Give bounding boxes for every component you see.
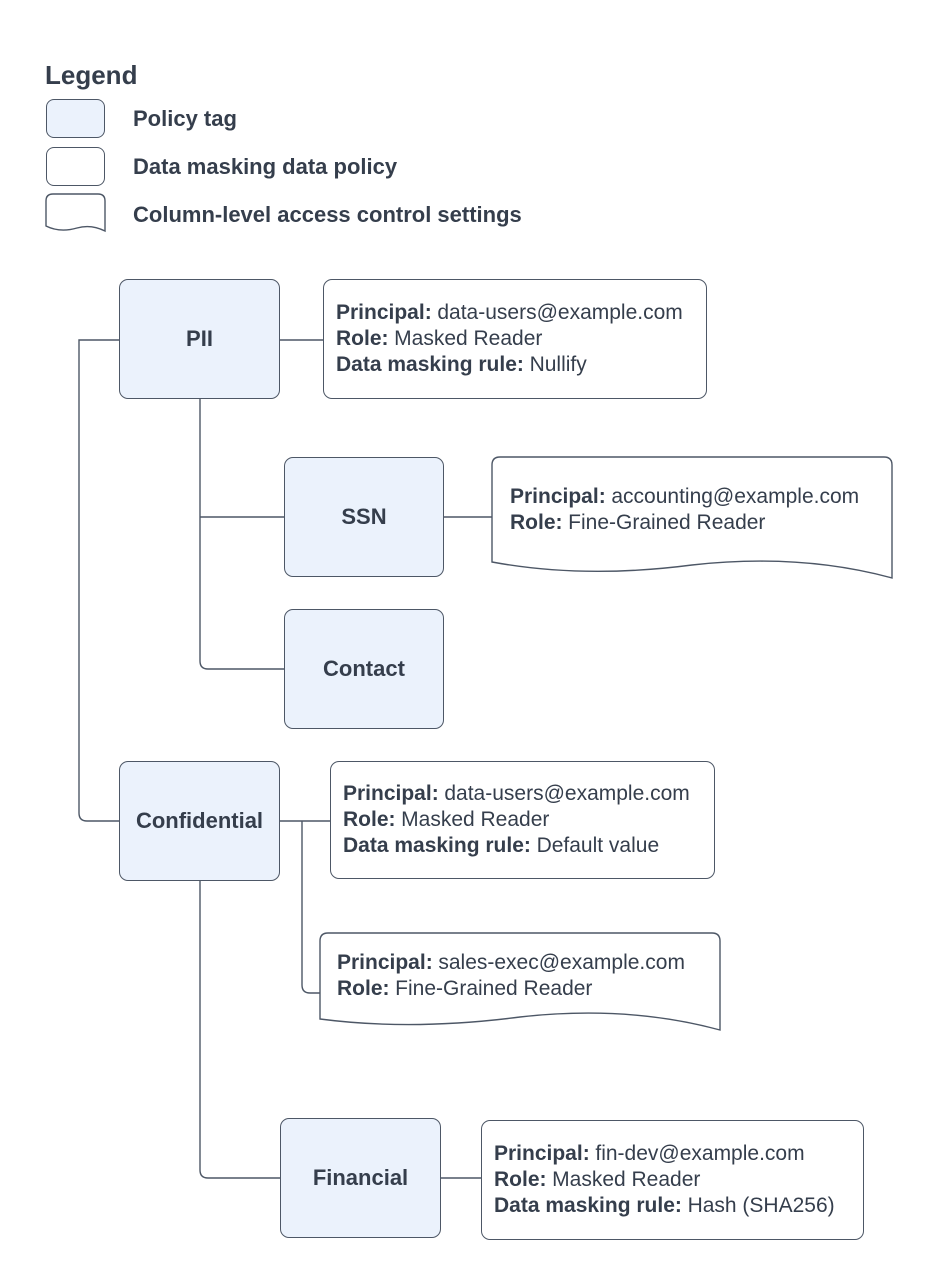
policy-field: Principal:data-users@example.com [343, 781, 702, 807]
legend-title: Legend [45, 60, 138, 90]
policy-field: Role:Fine-Grained Reader [510, 510, 880, 536]
connector-confidential-to-financial [199, 881, 280, 1179]
field-label: Data masking rule: [494, 1194, 682, 1217]
field-value: sales-exec@example.com [438, 951, 685, 974]
field-label: Role: [494, 1168, 547, 1191]
field-label: Data masking rule: [336, 353, 524, 376]
field-value: Hash (SHA256) [687, 1194, 835, 1217]
policy-tag-label: Contact [323, 656, 405, 681]
data-policy-confidential: Principal:data-users@example.com Role:Ma… [330, 761, 715, 879]
field-label: Principal: [510, 484, 606, 508]
policy-tag-label: Confidential [135, 808, 264, 833]
policy-field: Data masking rule:Nullify [336, 352, 694, 378]
legend-document-swatch [45, 193, 106, 233]
field-value: data-users@example.com [444, 782, 690, 805]
data-policy-financial: Principal:fin-dev@example.com Role:Maske… [481, 1120, 864, 1240]
field-value: Default value [536, 834, 660, 857]
policy-tag-contact: Contact [284, 609, 444, 729]
field-label: Data masking rule: [343, 834, 531, 857]
field-label: Role: [510, 510, 563, 534]
ssn-access-doc-shape [491, 456, 893, 579]
policy-field: Data masking rule:Default value [343, 833, 702, 859]
legend-policy-tag-swatch [46, 99, 105, 138]
sales-access-doc-shape [319, 932, 721, 1031]
access-doc-sales: Principal:sales-exec@example.com Role:Fi… [337, 933, 707, 1019]
data-policy-pii: Principal:data-users@example.com Role:Ma… [323, 279, 707, 399]
policy-tag-pii: PII [119, 279, 280, 399]
policy-field: Role:Masked Reader [343, 807, 702, 833]
access-doc-ssn: Principal:accounting@example.com Role:Fi… [510, 457, 880, 562]
legend-data-policy-swatch [46, 147, 105, 186]
policy-field: Principal:accounting@example.com [510, 484, 880, 510]
field-label: Principal: [343, 782, 439, 805]
field-value: Masked Reader [552, 1168, 701, 1191]
field-label: Role: [336, 327, 389, 350]
field-label: Principal: [336, 301, 432, 324]
policy-field: Role:Masked Reader [336, 326, 694, 352]
connector-pii-to-confidential [78, 339, 119, 822]
field-value: data-users@example.com [437, 301, 683, 324]
policy-field: Role:Masked Reader [494, 1167, 851, 1193]
field-value: Nullify [529, 353, 587, 376]
policy-tag-label: PII [186, 326, 213, 351]
field-value: Fine-Grained Reader [568, 510, 766, 534]
connector-pii-to-contact [199, 399, 284, 670]
field-label: Principal: [337, 951, 433, 974]
field-value: accounting@example.com [611, 484, 860, 508]
policy-tag-ssn: SSN [284, 457, 444, 577]
policy-field: Role:Fine-Grained Reader [337, 976, 707, 1002]
policy-field: Principal:sales-exec@example.com [337, 950, 707, 976]
legend-item-policy-tag: Policy tag [133, 105, 237, 131]
field-label: Role: [343, 808, 396, 831]
field-value: Fine-Grained Reader [395, 977, 593, 1000]
field-label: Principal: [494, 1142, 590, 1165]
connector-confidential-to-access-doc [301, 821, 320, 994]
policy-field: Data masking rule:Hash (SHA256) [494, 1193, 851, 1219]
policy-tag-label: SSN [341, 504, 387, 529]
field-value: fin-dev@example.com [595, 1142, 805, 1165]
legend-item-data-policy: Data masking data policy [133, 153, 398, 179]
policy-tag-financial: Financial [280, 1118, 441, 1238]
policy-tag-label: Financial [312, 1165, 409, 1190]
field-label: Role: [337, 977, 390, 1000]
policy-field: Principal:fin-dev@example.com [494, 1141, 851, 1167]
policy-field: Principal:data-users@example.com [336, 300, 694, 326]
policy-tag-confidential: Confidential [119, 761, 280, 881]
field-value: Masked Reader [401, 808, 550, 831]
legend-item-column-access: Column-level access control settings [133, 202, 522, 227]
field-value: Masked Reader [394, 327, 543, 350]
